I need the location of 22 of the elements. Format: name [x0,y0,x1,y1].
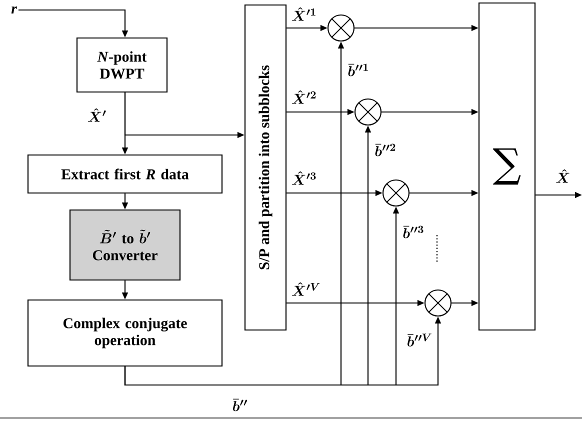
edge-label: $\hat{X}$ [554,168,572,184]
edge-label: $\hat{X}'^{3}$ [290,170,318,186]
process-box: Complex conjugate operation [27,299,223,367]
converter-box: $\tilde{B}'\text{ to }\tilde{b}'$ Converter [69,209,181,281]
signal-label: $\bar{b}''$ [231,398,249,412]
process-box: S/P and partition into subblocks [244,4,287,331]
multiplier-circle [382,179,410,207]
edge-label: $\bar{b}''^{3}$ [402,224,426,240]
edge-label: $\bar{b}''^{2}$ [374,142,398,158]
multiplier-circle [354,98,382,126]
process-box: Extract first R data [27,154,223,194]
edge-label: $\hat{X}'^{2}$ [290,89,318,105]
multiplier-circle [424,289,452,317]
summation-box: ∑ [478,2,536,331]
edge-label: $\bar{b}''^{V}$ [406,332,434,348]
edge-label: $\hat{X}'$ [86,107,108,123]
edge-label: $\hat{X}'^{1}$ [290,6,318,22]
input-label: r [11,6,18,14]
edge-label: $\bar{b}''^{1}$ [346,62,370,78]
edge-label: $\hat{X}'^{V}$ [290,281,322,297]
multiplier-circle [327,14,355,42]
process-box: N-point DWPT [76,37,168,93]
